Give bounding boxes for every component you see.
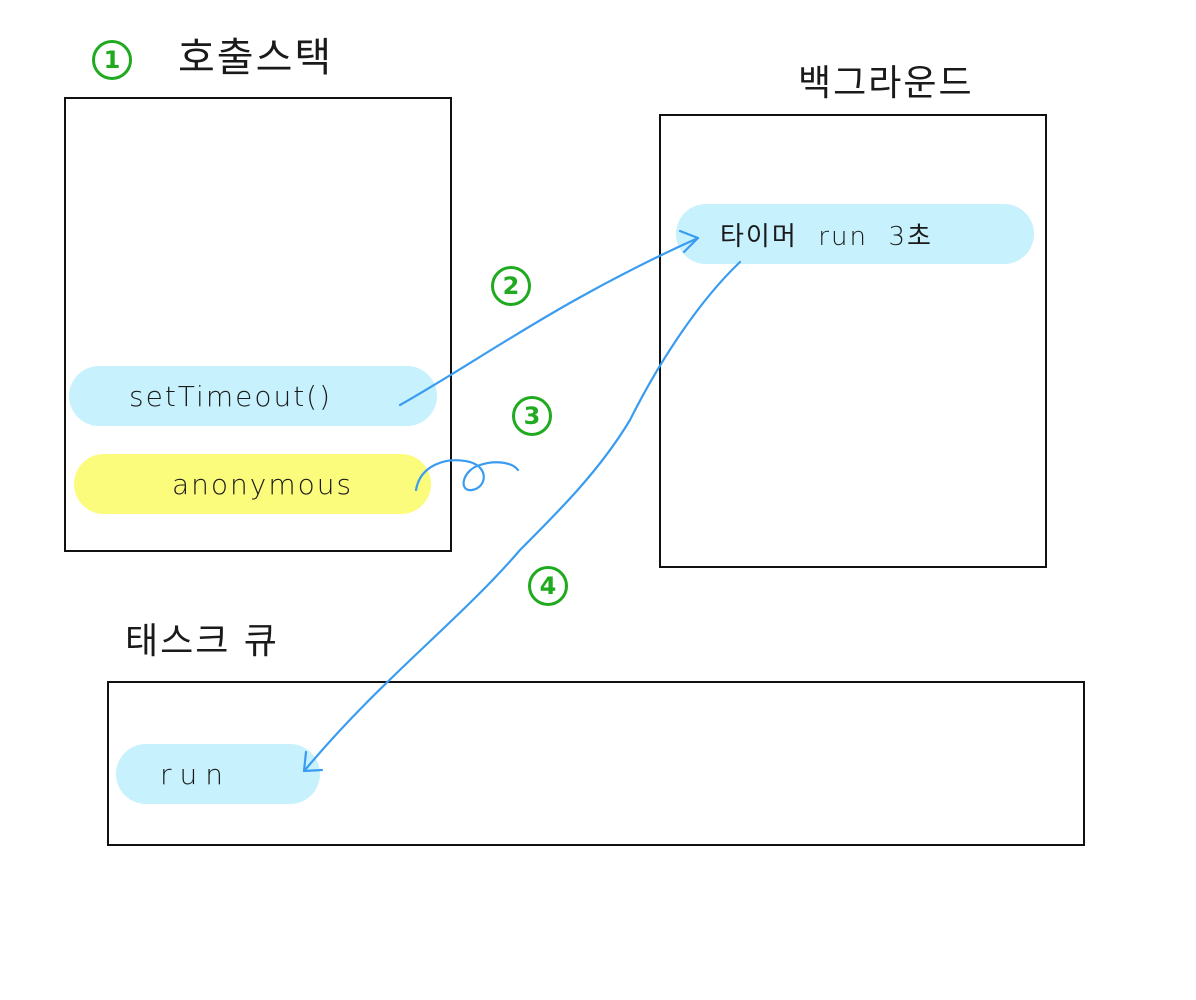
step-4-marker: 4 (528, 566, 568, 606)
task-queue-title: 태스크 큐 (125, 621, 279, 662)
call-stack-title: 호출스택 (178, 35, 334, 81)
task-queue-box (107, 681, 1085, 846)
step-1-marker: 1 (92, 40, 132, 80)
arrow-head-timer (678, 229, 700, 254)
background-title: 백그라운드 (798, 63, 974, 104)
task-queue-item-run: run (116, 744, 320, 804)
timer-label: 타이머 run 3초 (720, 221, 933, 252)
step-3-marker: 3 (512, 396, 552, 436)
arrow-settimeout-to-timer (398, 236, 700, 407)
call-stack-item-settimeout: setTimeout() (69, 366, 437, 426)
settimeout-label: setTimeout() (129, 379, 333, 413)
step-2-marker: 2 (491, 266, 531, 306)
run-label: run (160, 757, 232, 791)
call-stack-box (64, 97, 452, 552)
anonymous-label: anonymous (172, 467, 354, 501)
arrow-timer-to-run (303, 260, 742, 772)
arrow-head-run (302, 750, 324, 773)
arrow-anonymous-loop (414, 459, 520, 492)
background-box (659, 114, 1047, 568)
background-item-timer: 타이머 run 3초 (676, 204, 1034, 264)
call-stack-item-anonymous: anonymous (74, 454, 431, 514)
